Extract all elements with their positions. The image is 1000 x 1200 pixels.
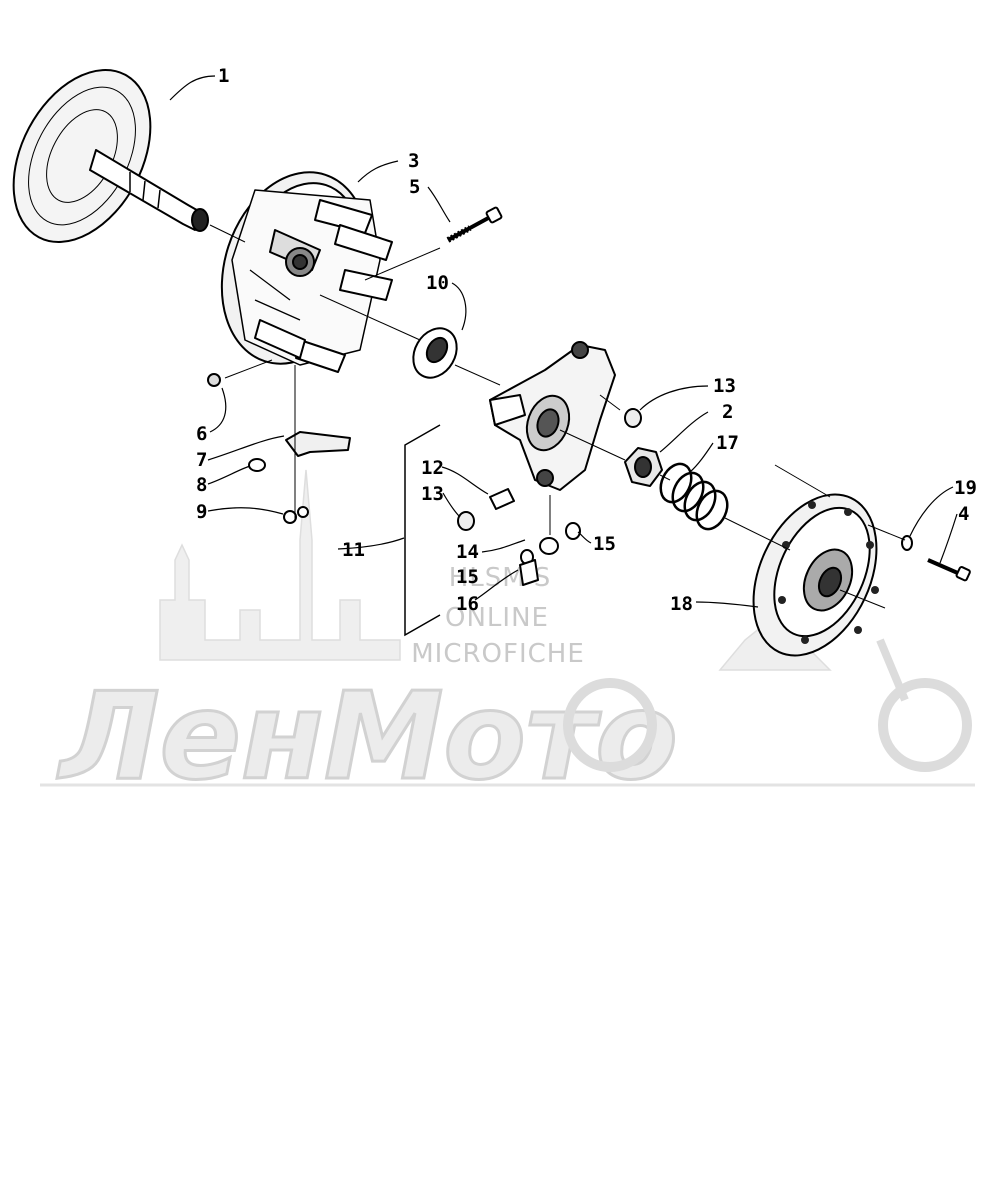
part-14-roller xyxy=(539,537,559,555)
part-1-fixed-sheave xyxy=(12,69,209,243)
part-18-cover xyxy=(752,493,879,657)
callout-3: 3 xyxy=(408,150,419,172)
part-2-nut xyxy=(624,447,663,487)
part-17-spring xyxy=(659,462,729,531)
part-12-pin xyxy=(489,488,515,510)
callout-13-lower: 13 xyxy=(421,483,444,505)
callout-13-upper: 13 xyxy=(713,375,736,397)
assembly-bracket-11 xyxy=(404,424,441,637)
callout-6: 6 xyxy=(196,423,207,445)
part-4-bolt xyxy=(927,558,971,582)
part-8-bushing xyxy=(248,458,266,472)
callout-10: 10 xyxy=(426,272,449,294)
callout-12: 12 xyxy=(421,457,444,479)
part-6-nut xyxy=(207,373,221,387)
callout-17: 17 xyxy=(716,432,739,454)
callout-1: 1 xyxy=(218,65,229,87)
part-13-button-lower xyxy=(457,511,475,531)
watermark-line-2: ONLINE xyxy=(445,603,549,633)
part-3-spider-housing xyxy=(220,171,393,373)
watermark-line-3: MICROFICHE xyxy=(411,639,585,669)
part-10-washer xyxy=(412,327,458,379)
part-7-weight-arm xyxy=(285,431,351,457)
part-19-washer xyxy=(901,535,913,551)
callout-9: 9 xyxy=(196,501,207,523)
watermark: ЛенМото HLSM'S ONLINE MICROFICHE xyxy=(40,469,975,809)
part-5-bolt xyxy=(446,206,503,243)
callout-16: 16 xyxy=(456,593,479,615)
callout-2: 2 xyxy=(722,401,733,423)
callout-7: 7 xyxy=(196,449,207,471)
callout-15-right: 15 xyxy=(593,533,616,555)
part-9-washers xyxy=(283,506,309,524)
callout-18: 18 xyxy=(670,593,693,615)
callout-15-left: 15 xyxy=(456,566,479,588)
part-16-bushing xyxy=(519,559,539,586)
part-15-washer-right xyxy=(565,522,581,540)
assembly-axis-lines xyxy=(209,224,906,609)
watermark-wheels xyxy=(563,638,972,772)
callout-11: 11 xyxy=(342,539,365,561)
callout-5: 5 xyxy=(409,176,420,198)
callout-19: 19 xyxy=(954,477,977,499)
callout-14: 14 xyxy=(456,541,479,563)
callout-4: 4 xyxy=(958,503,969,525)
callout-labels: 1 3 5 10 6 7 8 9 11 12 13 14 15 15 16 13… xyxy=(196,65,977,615)
callout-8: 8 xyxy=(196,474,207,496)
part-11-spider-assembly xyxy=(489,341,616,491)
part-13-button-upper xyxy=(624,408,642,428)
leader-lines xyxy=(169,75,958,608)
